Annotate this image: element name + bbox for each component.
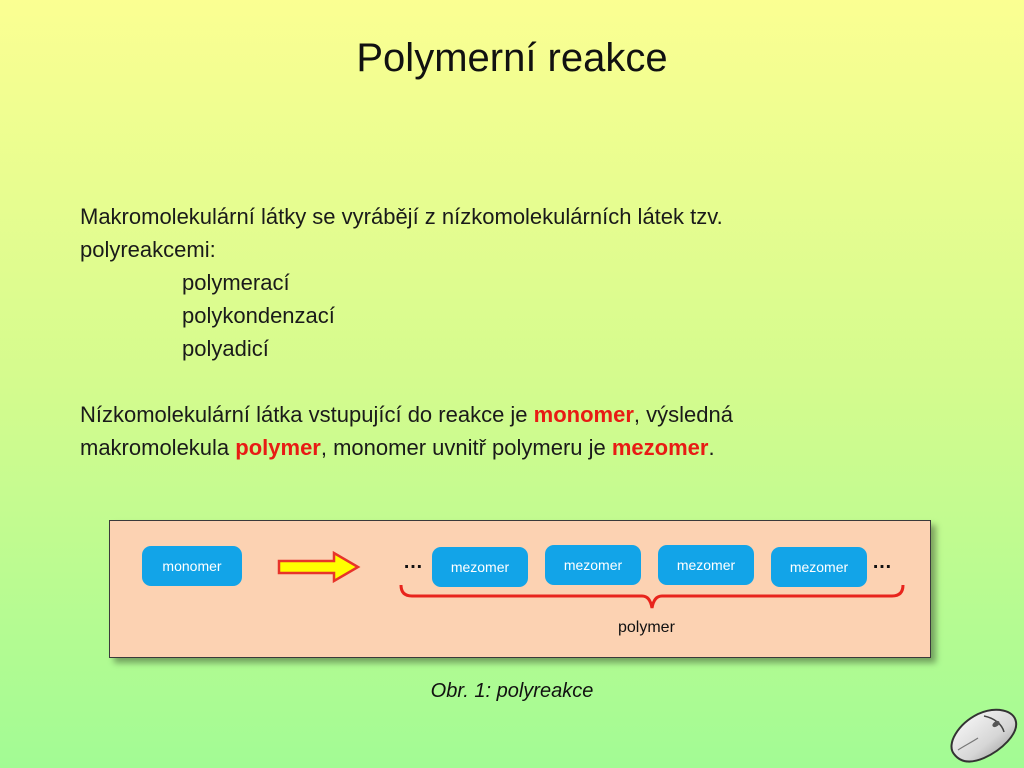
para2-text: makromolekula — [80, 435, 236, 460]
polymer-label: polymer — [618, 619, 675, 636]
mezomer-box: mezomer — [771, 547, 867, 587]
para1-line1: Makromolekulární látky se vyrábějí z níz… — [80, 204, 723, 229]
para2-line1: Nízkomolekulární látka vstupující do rea… — [80, 398, 960, 431]
mezomer-box: mezomer — [432, 547, 528, 587]
para2-text: Nízkomolekulární látka vstupující do rea… — [80, 402, 534, 427]
slide-title: Polymerní reakce — [356, 36, 668, 80]
para1-line2: polyreakcemi: — [80, 237, 216, 262]
mezomer-box: mezomer — [658, 545, 754, 585]
para2-text: , monomer uvnitř polymeru je — [320, 435, 612, 460]
polyreaction-diagram: monomer … mezomer mezomer mezomer mezome… — [109, 520, 931, 658]
para2-text: . — [708, 435, 715, 460]
para2-text: , výsledná — [633, 402, 733, 427]
polymer-brace-icon — [399, 584, 905, 609]
mouse-icon — [950, 708, 1018, 763]
para2-line2: makromolekula polymer, monomer uvnitř po… — [80, 431, 960, 464]
figure-caption: Obr. 1: polyreakce — [430, 680, 594, 702]
term-monomer: monomer — [533, 402, 634, 427]
reaction-arrow-icon — [277, 550, 361, 584]
body-text: Makromolekulární látky se vyrábějí z níz… — [80, 200, 960, 464]
ellipsis-left: … — [403, 551, 423, 573]
list-item-polymerace: polymerací — [182, 270, 290, 295]
list-item-polyadice: polyadicí — [182, 336, 269, 361]
list-item-polykondenzace: polykondenzací — [182, 303, 335, 328]
ellipsis-right: … — [872, 551, 892, 573]
term-polymer: polymer — [235, 435, 321, 460]
mezomer-box: mezomer — [545, 545, 641, 585]
monomer-box: monomer — [142, 546, 242, 586]
term-mezomer: mezomer — [611, 435, 709, 460]
